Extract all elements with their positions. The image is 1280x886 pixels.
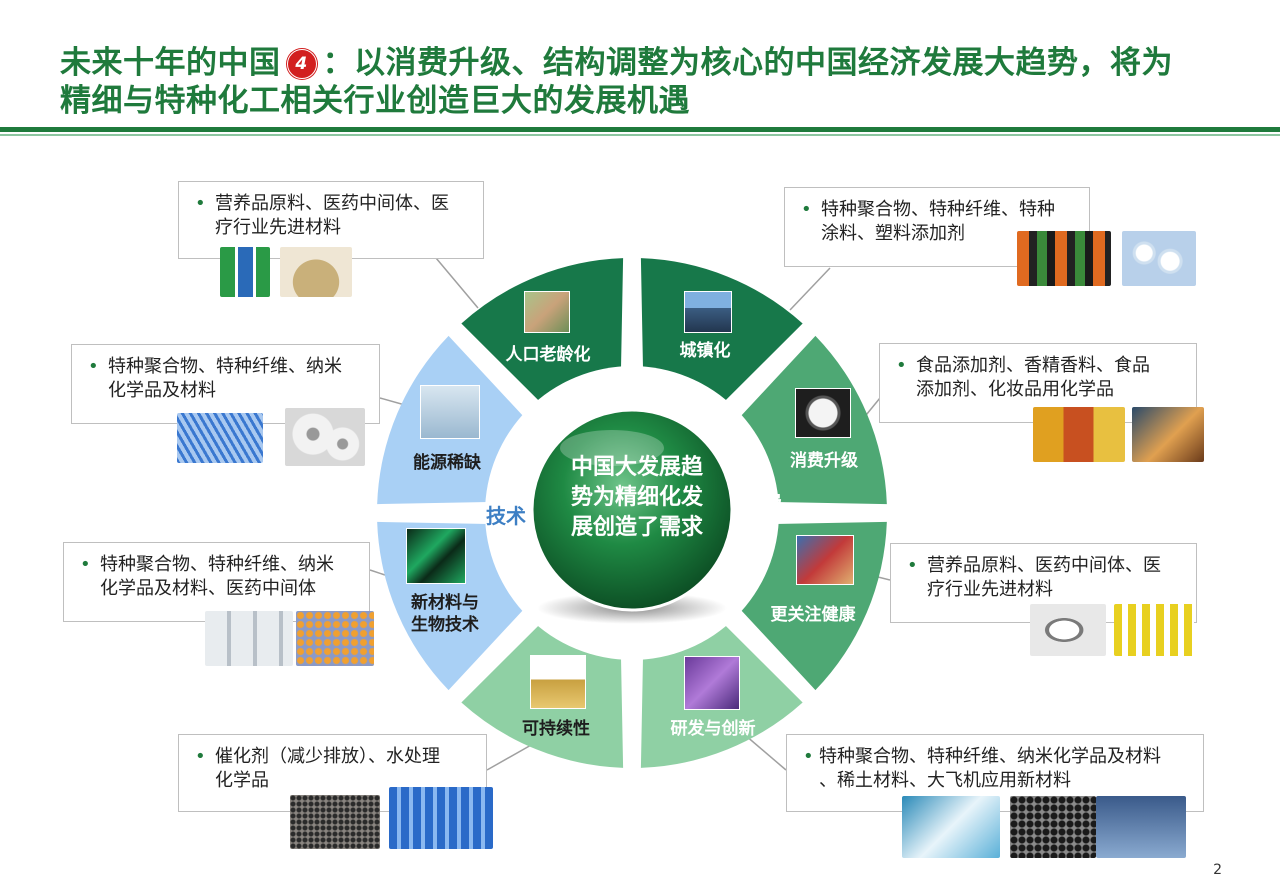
capsule-image xyxy=(220,247,270,297)
powder-spoon-image xyxy=(1030,604,1106,656)
elderly-couple-icon xyxy=(524,291,570,333)
spice-image xyxy=(1033,407,1125,462)
center-sphere xyxy=(530,408,734,612)
catalyst-image xyxy=(290,795,380,849)
title-part1: 未来十年的中国 xyxy=(60,45,281,81)
cyclists-icon xyxy=(796,535,854,585)
fiber-optics-icon xyxy=(406,528,466,584)
mesh-image xyxy=(1010,796,1096,858)
fiber-image xyxy=(177,413,263,463)
center-text: 中国大发展趋 势为精细化发 展创造了需求 xyxy=(552,453,722,543)
page-number: 2 xyxy=(1213,862,1222,878)
powder-image xyxy=(280,247,352,297)
title-rule xyxy=(0,127,1280,132)
airplane-image xyxy=(1096,796,1186,858)
segment-urbanization: 城镇化 xyxy=(679,341,731,361)
textile-roll-image xyxy=(205,611,293,666)
honeycomb-tube-image xyxy=(296,611,374,666)
fuel-pump-icon xyxy=(420,385,480,439)
connector-rd xyxy=(744,734,787,771)
axis-consumer-1: 消费 xyxy=(742,491,782,515)
connector-urban xyxy=(789,267,831,311)
segment-sustainability: 可持续性 xyxy=(522,719,590,739)
segment-energy: 能源稀缺 xyxy=(413,453,481,473)
cable-image xyxy=(1017,231,1111,286)
axis-consumer: 消费 者 xyxy=(734,490,790,542)
center-line2: 势为精细化发 xyxy=(570,485,703,510)
connector-energy xyxy=(379,397,406,406)
connector-aging xyxy=(435,257,479,309)
pellet-image xyxy=(1122,231,1196,286)
title-part2: ：以消费升级、结构调整为核心的中国经济发展大趋势，将为 xyxy=(322,45,1173,81)
sphere-highlight xyxy=(560,430,664,466)
segment-new-materials-2: 生物技术 xyxy=(411,615,479,635)
title-line2: 精细与特种化工相关行业创造巨大的发展机遇 xyxy=(60,83,690,119)
segment-rd: 研发与创新 xyxy=(670,719,756,739)
segment-health: 更关注健康 xyxy=(770,605,856,625)
connector-newmat xyxy=(369,569,386,576)
water-bottles-image xyxy=(389,787,493,849)
city-skyline-icon xyxy=(684,291,732,333)
flask-image xyxy=(1132,407,1204,462)
number-badge: 4 xyxy=(286,49,317,79)
axis-population: 人口 xyxy=(613,366,653,390)
watch-icon xyxy=(795,388,851,438)
center-line3: 展创造了需求 xyxy=(570,515,703,540)
axis-technology: 技术 xyxy=(486,504,526,528)
axis-consumer-2: 者 xyxy=(752,517,772,541)
center-line1: 中国大发展趋 xyxy=(570,455,703,480)
box-new-materials: • 特种聚合物、特种纤维、纳米 化学品及材料、医药中间体 xyxy=(63,542,370,622)
axis-economy: 经济 xyxy=(613,636,653,660)
gloves-vials-icon xyxy=(684,656,740,710)
title-rule-light xyxy=(0,134,1280,136)
segment-consumption-upgrade: 消费升级 xyxy=(790,451,858,471)
tape-roll-image xyxy=(285,408,365,466)
test-tube-image xyxy=(1114,604,1194,656)
segment-aging: 人口老龄化 xyxy=(505,345,591,365)
segment-new-materials: 新材料与 生物技术 xyxy=(396,592,494,636)
turbine-image xyxy=(902,796,1000,858)
segment-new-materials-1: 新材料与 xyxy=(411,593,479,613)
plant-coins-icon xyxy=(530,655,586,709)
